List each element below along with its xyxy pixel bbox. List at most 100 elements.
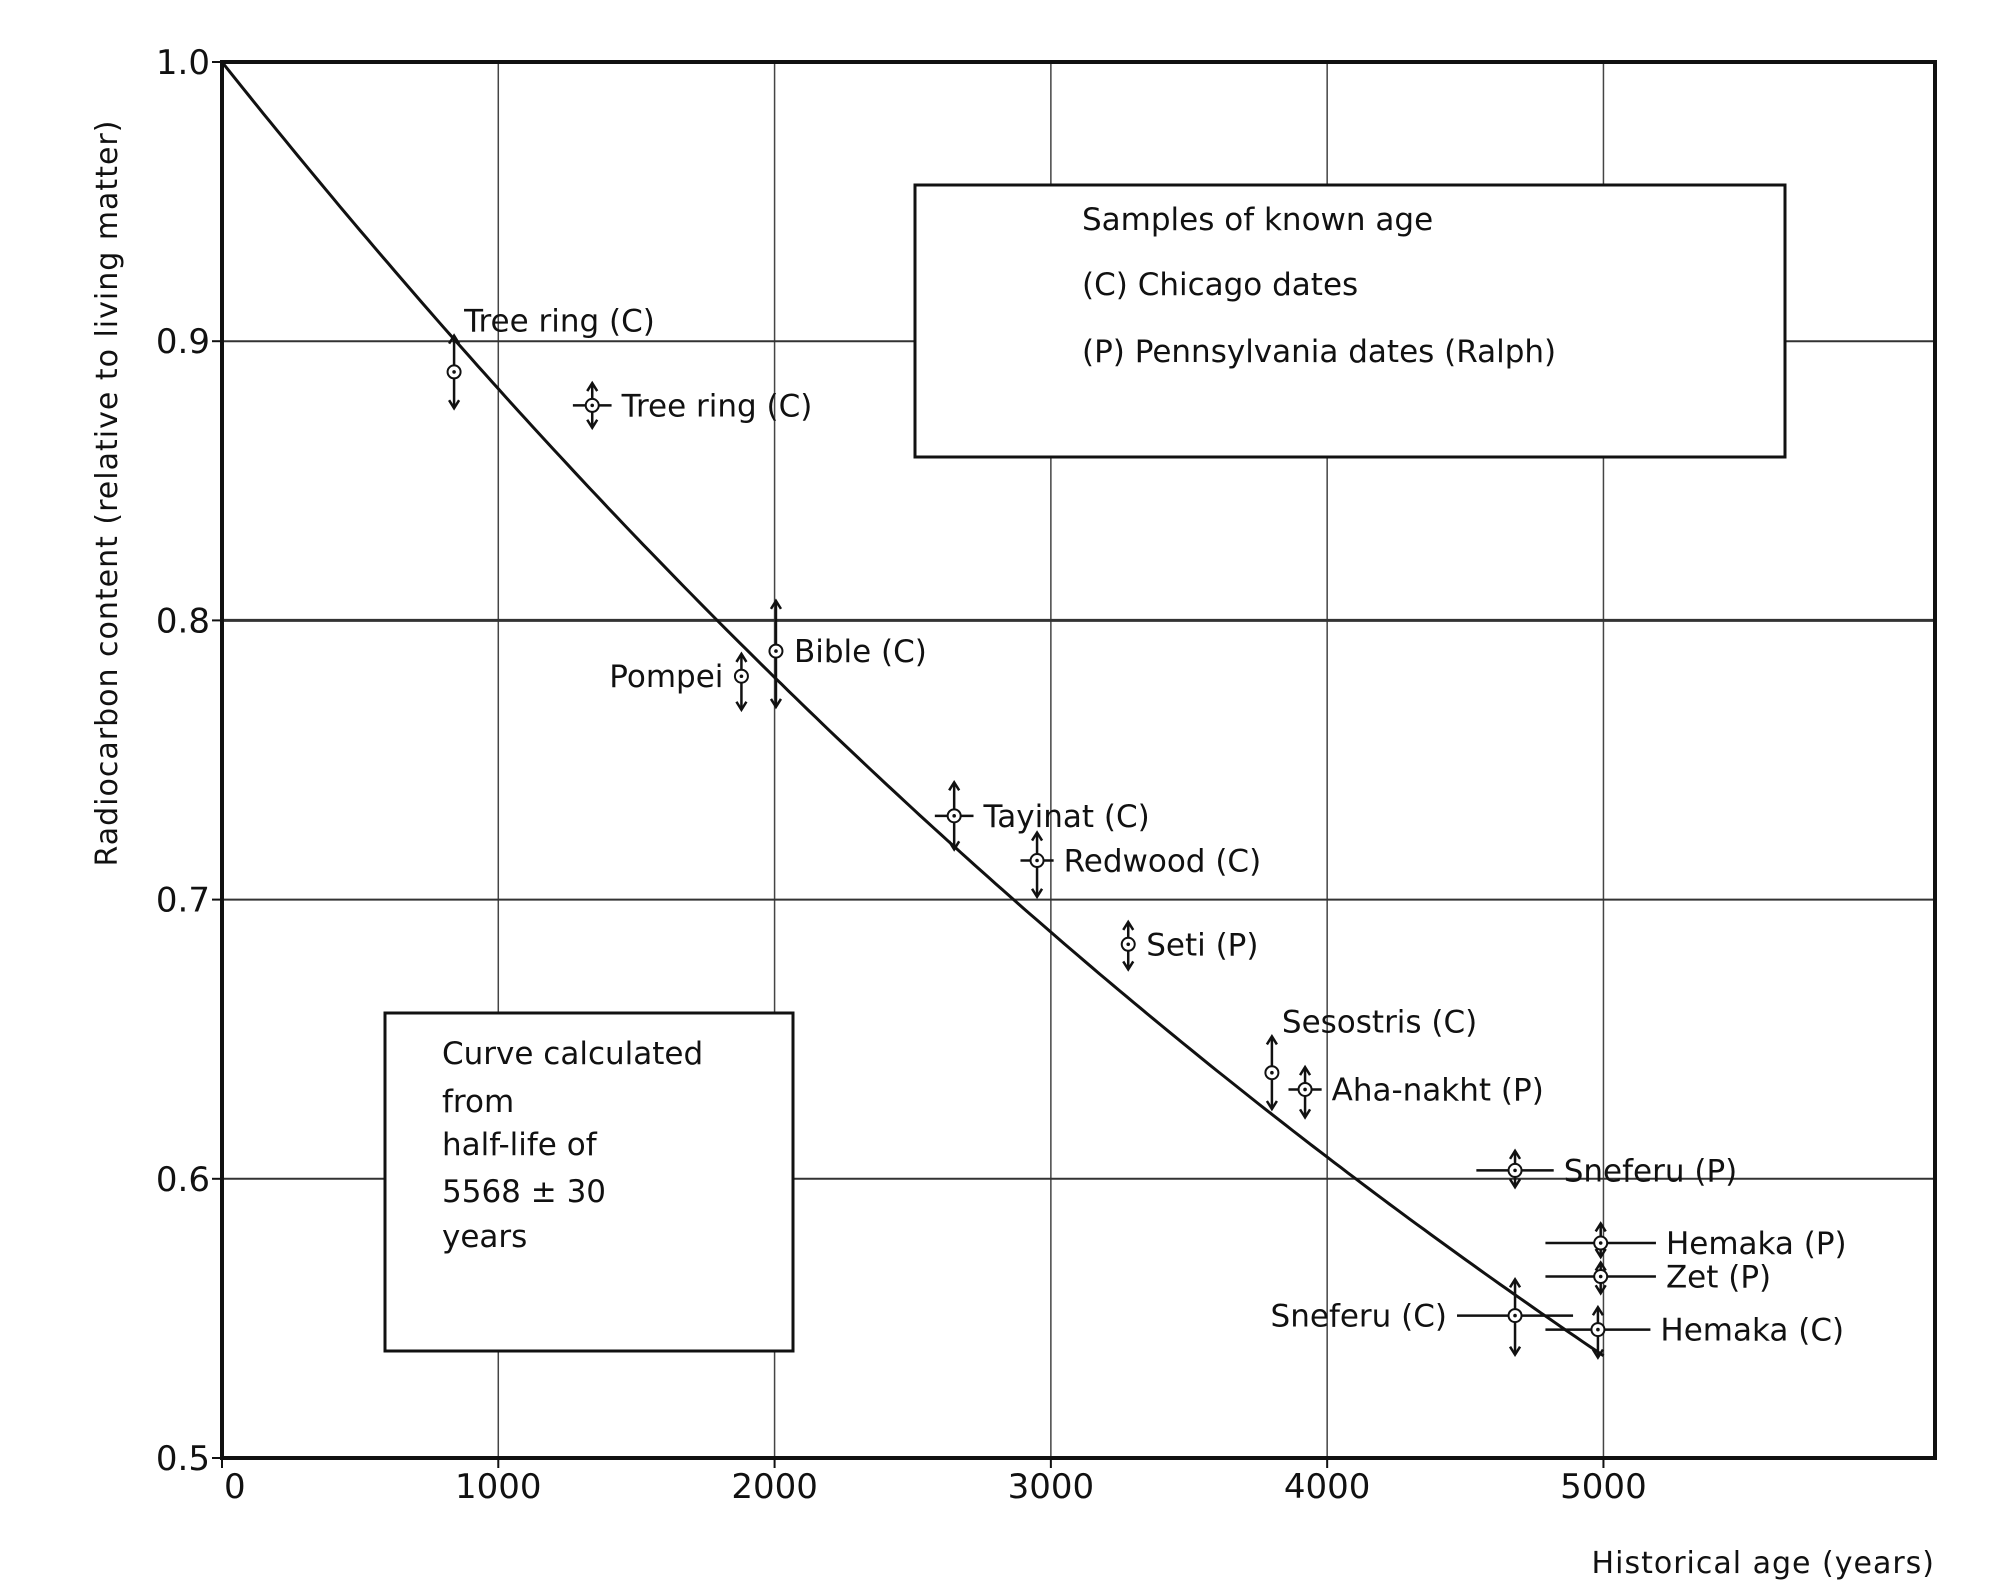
y-tick-label-0.7: 0.7 xyxy=(156,881,210,921)
point-marker-dot xyxy=(1596,1327,1600,1332)
error-arrow-down xyxy=(1508,1346,1522,1358)
note-line-4: 5568 ± 30 xyxy=(442,1174,606,1210)
error-arrow-down xyxy=(1508,1178,1522,1190)
x-tick-label-4000: 4000 xyxy=(1284,1467,1371,1507)
half-life-note-box: Curve calculated from half-life of 5568 … xyxy=(383,1011,795,1353)
point-marker-dot xyxy=(452,370,456,374)
note-frame xyxy=(383,1011,795,1353)
error-arrow-down xyxy=(1594,1248,1607,1260)
error-arrow-down xyxy=(1265,1100,1278,1112)
error-arrow-up xyxy=(1031,830,1044,842)
error-arrow-down xyxy=(735,701,748,713)
error-arrow-up xyxy=(586,380,599,392)
point-label: Pompei xyxy=(609,659,723,695)
error-arrow-up xyxy=(1591,1304,1604,1316)
data-point: Aha-nakht (P) xyxy=(1288,1064,1544,1120)
point-marker-dot xyxy=(1513,1313,1517,1318)
point-marker-dot xyxy=(590,403,595,408)
data-point: Redwood (C) xyxy=(1020,830,1262,900)
error-arrow-down xyxy=(1594,1284,1607,1296)
point-label: Hemaka (P) xyxy=(1666,1226,1847,1262)
error-arrow-down xyxy=(1299,1108,1312,1120)
error-arrow-up xyxy=(1122,919,1135,931)
plot-border xyxy=(220,60,1937,1460)
point-marker-dot xyxy=(739,674,744,679)
data-point: Sneferu (P) xyxy=(1476,1148,1738,1190)
legend-chicago: (C) Chicago dates xyxy=(1082,267,1358,303)
error-arrow-up xyxy=(1508,1148,1522,1160)
data-points: Tree ring (C) Tree ring (C) Pompei Bible (C… xyxy=(446,304,1847,1360)
error-arrow-down xyxy=(586,419,599,431)
data-point: Tree ring (C) xyxy=(572,380,813,431)
point-label: Tayinat (C) xyxy=(983,799,1150,835)
point-label: Sneferu (P) xyxy=(1564,1153,1738,1189)
error-arrow-up xyxy=(735,651,748,663)
point-marker-dot xyxy=(774,649,778,653)
error-arrow-up xyxy=(1594,1260,1607,1272)
y-tick-label-0.5: 0.5 xyxy=(156,1439,210,1479)
data-point: Sesostris (C) xyxy=(1264,1004,1477,1112)
legend-title: Samples of known age xyxy=(1082,202,1433,238)
y-tick-label-1.0: 1.0 xyxy=(156,43,210,83)
legend-box: Samples of known age (C) Chicago dates (… xyxy=(913,183,1787,459)
legend-pennsylvania: (P) Pennsylvania dates (Ralph) xyxy=(1082,334,1556,370)
point-label: Bible (C) xyxy=(794,634,927,670)
data-point: Tayinat (C) xyxy=(934,779,1150,852)
y-tick-label-0.8: 0.8 xyxy=(156,601,210,641)
point-label: Hemaka (C) xyxy=(1660,1313,1844,1349)
data-point: Hemaka (C) xyxy=(1545,1304,1844,1360)
point-marker-dot xyxy=(1598,1241,1603,1245)
point-label: Seti (P) xyxy=(1146,927,1258,963)
point-label: Aha-nakht (P) xyxy=(1332,1072,1544,1108)
x-tick-label-1000: 1000 xyxy=(455,1467,542,1507)
note-line-3: half-life of xyxy=(442,1127,598,1163)
point-marker-dot xyxy=(1270,1070,1274,1075)
data-point: Tree ring (C) xyxy=(446,304,655,411)
point-marker-dot xyxy=(1303,1087,1307,1092)
error-arrow-up xyxy=(1299,1064,1312,1076)
point-marker-dot xyxy=(1126,942,1131,947)
x-tick-label-5000: 5000 xyxy=(1560,1467,1647,1507)
y-tick-label-0.9: 0.9 xyxy=(156,322,210,362)
error-arrow-up xyxy=(448,333,461,345)
x-tick-label-2000: 2000 xyxy=(731,1467,818,1507)
data-point: Zet (P) xyxy=(1545,1260,1771,1296)
y-axis-title: Radiocarbon content (relative to living … xyxy=(90,120,125,867)
x-tick-label-0: 0 xyxy=(224,1467,246,1507)
data-point: Bible (C) xyxy=(768,598,927,710)
y-tick-label-0.6: 0.6 xyxy=(156,1160,210,1200)
point-label: Tree ring (C) xyxy=(621,388,813,424)
error-arrow-down xyxy=(1591,1348,1604,1360)
error-arrow-down xyxy=(1031,888,1044,900)
point-marker-dot xyxy=(1513,1168,1517,1173)
error-arrow-up xyxy=(1594,1221,1607,1233)
x-tick-label-3000: 3000 xyxy=(1008,1467,1095,1507)
note-line-5: years xyxy=(442,1219,527,1255)
point-marker-dot xyxy=(1035,858,1039,863)
error-arrow-up xyxy=(1265,1034,1278,1046)
x-axis-title: Historical age (years) xyxy=(1592,1546,1935,1581)
error-arrow-down xyxy=(1122,960,1135,972)
error-arrow-up xyxy=(1508,1276,1522,1288)
point-label: Zet (P) xyxy=(1666,1260,1771,1296)
data-point: Pompei xyxy=(609,651,749,713)
point-label: Redwood (C) xyxy=(1064,844,1262,880)
point-label: Tree ring (C) xyxy=(463,304,655,340)
error-arrow-up xyxy=(769,598,783,610)
note-line-1: Curve calculated xyxy=(442,1036,703,1072)
error-arrow-down xyxy=(448,399,461,411)
point-label: Sesostris (C) xyxy=(1282,1004,1477,1040)
error-arrow-down xyxy=(948,840,961,852)
error-arrow-down xyxy=(769,698,783,710)
note-line-2: from xyxy=(442,1084,514,1120)
point-marker-dot xyxy=(1598,1274,1603,1279)
data-point: Hemaka (P) xyxy=(1545,1221,1847,1262)
data-point: Sneferu (C) xyxy=(1271,1276,1574,1358)
data-point: Seti (P) xyxy=(1120,919,1258,972)
tick-labels: 0 1000 2000 3000 4000 5000 0.5 0.6 0.7 0.8 0.9 1.0 xyxy=(156,43,1647,1507)
error-arrow-up xyxy=(948,779,961,791)
legend-frame xyxy=(913,183,1787,459)
plot-frame xyxy=(220,60,1937,1460)
point-label: Sneferu (C) xyxy=(1271,1299,1447,1335)
